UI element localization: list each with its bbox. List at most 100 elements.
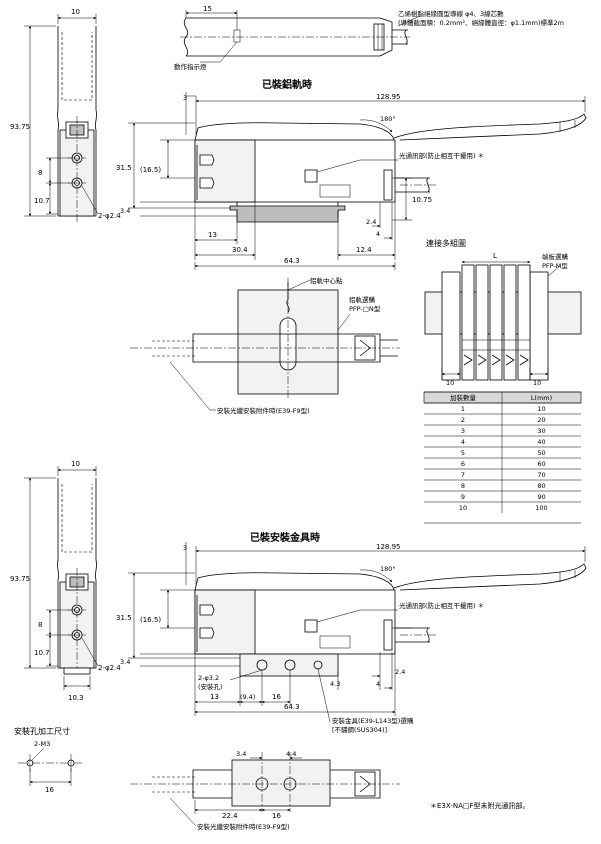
dim-31-5-top: 31.5 [116,164,132,172]
rail-top-view [130,278,400,411]
dim-8-top: 8 [38,169,42,177]
table-cell-length: 90 [537,493,545,501]
table-cell-length: 10 [537,405,545,413]
rail-center-label: 鋁軌中心點 [310,276,343,285]
light-comm-label-lower: 光通訊部(防止相互干擾用) ＊ [399,601,484,610]
table-header-length: L(mm) [531,394,552,402]
cable-spec-line1: 乙烯樹脂絕緣圓型導線 φ4、3線芯數 [398,9,504,18]
table-cell-quantity: 1 [461,405,465,413]
dim-16-5-top: (16.5) [140,166,161,174]
dim-2-4-top: 2.4 [366,218,376,226]
dim-10-top: 10 [71,8,80,16]
table-cell-quantity: 3 [461,427,465,435]
dim-31-5-lower: 31.5 [116,614,132,622]
dim-9-4: (9.4) [240,693,255,701]
dim-hole-phi-top: 2-φ2.4 [98,212,121,220]
dim-2-4-lower: 2.4 [395,668,405,676]
multi-connect-view [424,260,582,381]
dim-180-top: 180° [380,115,396,123]
table-cell-length: 60 [537,460,545,468]
dim-4-3: 4.3 [330,680,340,688]
table-cell-length: 20 [537,416,545,424]
table-cell-quantity: 6 [461,460,465,468]
heading-mount-hole: 安裝孔加工尺寸 [14,726,70,736]
fiber-attach-label-bottom: 安裝光纖安裝附件時(E39-F9型) [197,822,290,831]
dim-3-4-lower: 3.4 [120,658,130,666]
rail-option-line2: PFP-□N型 [349,304,381,313]
table-cell-length: 70 [537,471,545,479]
footnote: ＊E3X-NA□F型未附光通訊部。 [430,801,530,810]
fiber-attach-label-top: 安裝光纖安裝附件時(E39-F9型) [217,406,310,415]
dim-16-5-lower: (16.5) [140,616,161,624]
side-view-upper [24,14,99,222]
dim-10-lower: 10 [71,460,80,468]
dim-4-lower: 4 [376,680,380,688]
table-header-quantity: 加裝數量 [450,393,477,402]
dim-64-3-top: 64.3 [284,257,300,265]
cable-spec-line2: (導體截面積：0.2mm²、絕緣體直徑：φ1.1mm)標準2m [398,18,564,27]
table-cell-length: 40 [537,438,545,446]
dim-10-7-top: 10.7 [34,197,50,205]
table-cell-quantity: 4 [461,438,465,446]
dim-15: 15 [203,5,212,13]
table-cell-quantity: 7 [461,471,465,479]
dim-hole-phi-lower: 2-φ2.4 [98,664,121,672]
end-plate-line1: 端板選購 [542,252,569,261]
bracket-option-line1: 安裝金具(E39-L143型)選購 [332,716,414,725]
dim-16-hole: 16 [45,786,54,794]
dim-16-bracket: 16 [272,812,281,820]
front-view-rail [128,92,587,270]
dim-128-95-lower: 128.95 [376,543,401,551]
front-view-bracket [128,542,587,723]
multi-l-symbol: L [493,252,497,260]
heading-multi-connect: 連接多組圖 [426,238,466,248]
table-cell-length: 80 [537,482,545,490]
dim-10-3: 10.3 [68,694,84,702]
dim-3-4-top: 3.4 [120,207,130,215]
dim-93-75-lower: 93.75 [10,575,30,583]
dim-30-4: 30.4 [232,246,248,254]
quantity-table [423,391,582,524]
cable-top-view [180,10,421,63]
dim-12-4: 12.4 [356,246,372,254]
dim-3-4-bracket: 3.4 [236,750,246,758]
dim-8-lower: 8 [38,621,42,629]
dim-3-top: 3 [183,94,187,102]
hole-label-line2: (安裝孔) [198,682,223,691]
dim-128-95-top: 128.95 [376,93,401,101]
table-cell-quantity: 2 [461,416,465,424]
dim-10-right-rail: 10 [533,379,541,387]
light-comm-label-top: 光通訊部(防止相互干擾用) ＊ [399,151,484,160]
rail-option-line1: 鋁軌選購 [349,295,376,304]
dim-13-lower: 13 [210,693,219,701]
mount-hole-view [18,747,84,786]
table-cell-length: 50 [537,449,545,457]
dim-180-lower: 180° [380,565,396,573]
table-cell-quantity: 10 [459,504,467,512]
table-cell-quantity: 9 [461,493,465,501]
dim-4-top: 4 [376,230,380,238]
table-cell-length: 100 [535,504,547,512]
indicator-label: 動作指示燈 [174,62,207,71]
hole-label-line1: 2-φ3.2 [198,674,219,682]
dim-3-lower: 3 [183,544,187,552]
end-plate-line2: PFP-M型 [542,261,568,270]
dim-2-m3: 2-M3 [34,740,50,748]
heading-rail-mounted: 已裝鋁軌時 [262,78,312,91]
dim-10-left-rail: 10 [446,379,454,387]
dim-93-75-top: 93.75 [10,123,30,131]
heading-bracket-mounted: 已裝安裝金具時 [250,531,320,544]
dim-16-lower: 16 [272,693,281,701]
table-cell-quantity: 8 [461,482,465,490]
dim-10-7-lower: 10.7 [34,649,50,657]
dim-4-4: 4.4 [286,750,296,758]
dim-10-75: 10.75 [412,196,432,204]
bracket-top-view [130,752,400,827]
dim-13-top: 13 [208,231,217,239]
bracket-option-line2: [不鏽鋼(SUS304)] [332,725,387,734]
side-view-lower [24,466,99,690]
table-cell-quantity: 5 [461,449,465,457]
